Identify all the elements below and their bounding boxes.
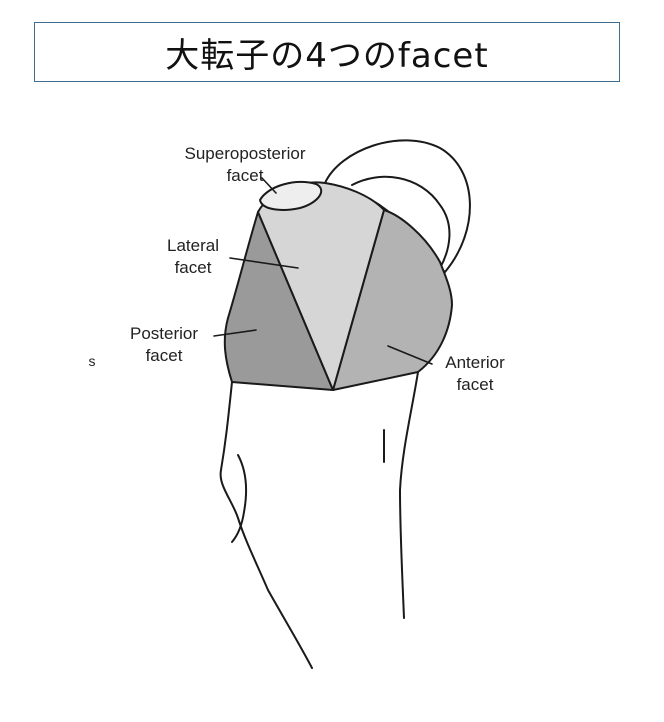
superoposterior-facet bbox=[259, 180, 323, 211]
label-lateral-line1: Lateral bbox=[167, 236, 219, 255]
lateral-leader bbox=[229, 257, 299, 269]
label-edge-fragment: s bbox=[88, 353, 96, 369]
label-superoposterior-line2: facet bbox=[226, 166, 264, 185]
posterior-facet bbox=[223, 211, 334, 391]
label-anterior-line2: facet bbox=[456, 375, 494, 394]
femoral-shaft bbox=[219, 371, 419, 669]
label-anterior: Anterior facet bbox=[430, 352, 520, 396]
anterior-facet bbox=[332, 209, 453, 391]
label-posterior-line1: Posterior bbox=[129, 324, 199, 343]
label-superoposterior-line1: Superoposterior bbox=[184, 144, 306, 163]
posterior-leader bbox=[213, 329, 257, 337]
femoral-head-inner-line bbox=[351, 175, 451, 269]
label-posterior: Posterior facet bbox=[116, 323, 212, 367]
label-lateral-line2: facet bbox=[174, 258, 212, 277]
label-lateral: Lateral facet bbox=[148, 235, 238, 279]
label-posterior-line2: facet bbox=[145, 346, 183, 365]
anterior-leader bbox=[387, 345, 433, 365]
title-box: 大転子の4つのfacet bbox=[34, 22, 620, 82]
superoposterior-leader bbox=[261, 177, 277, 194]
page-title: 大転子の4つのfacet bbox=[165, 35, 489, 76]
label-anterior-line1: Anterior bbox=[445, 353, 505, 372]
label-superoposterior: Superoposterior facet bbox=[160, 143, 330, 187]
lesser-trochanter bbox=[231, 454, 247, 543]
